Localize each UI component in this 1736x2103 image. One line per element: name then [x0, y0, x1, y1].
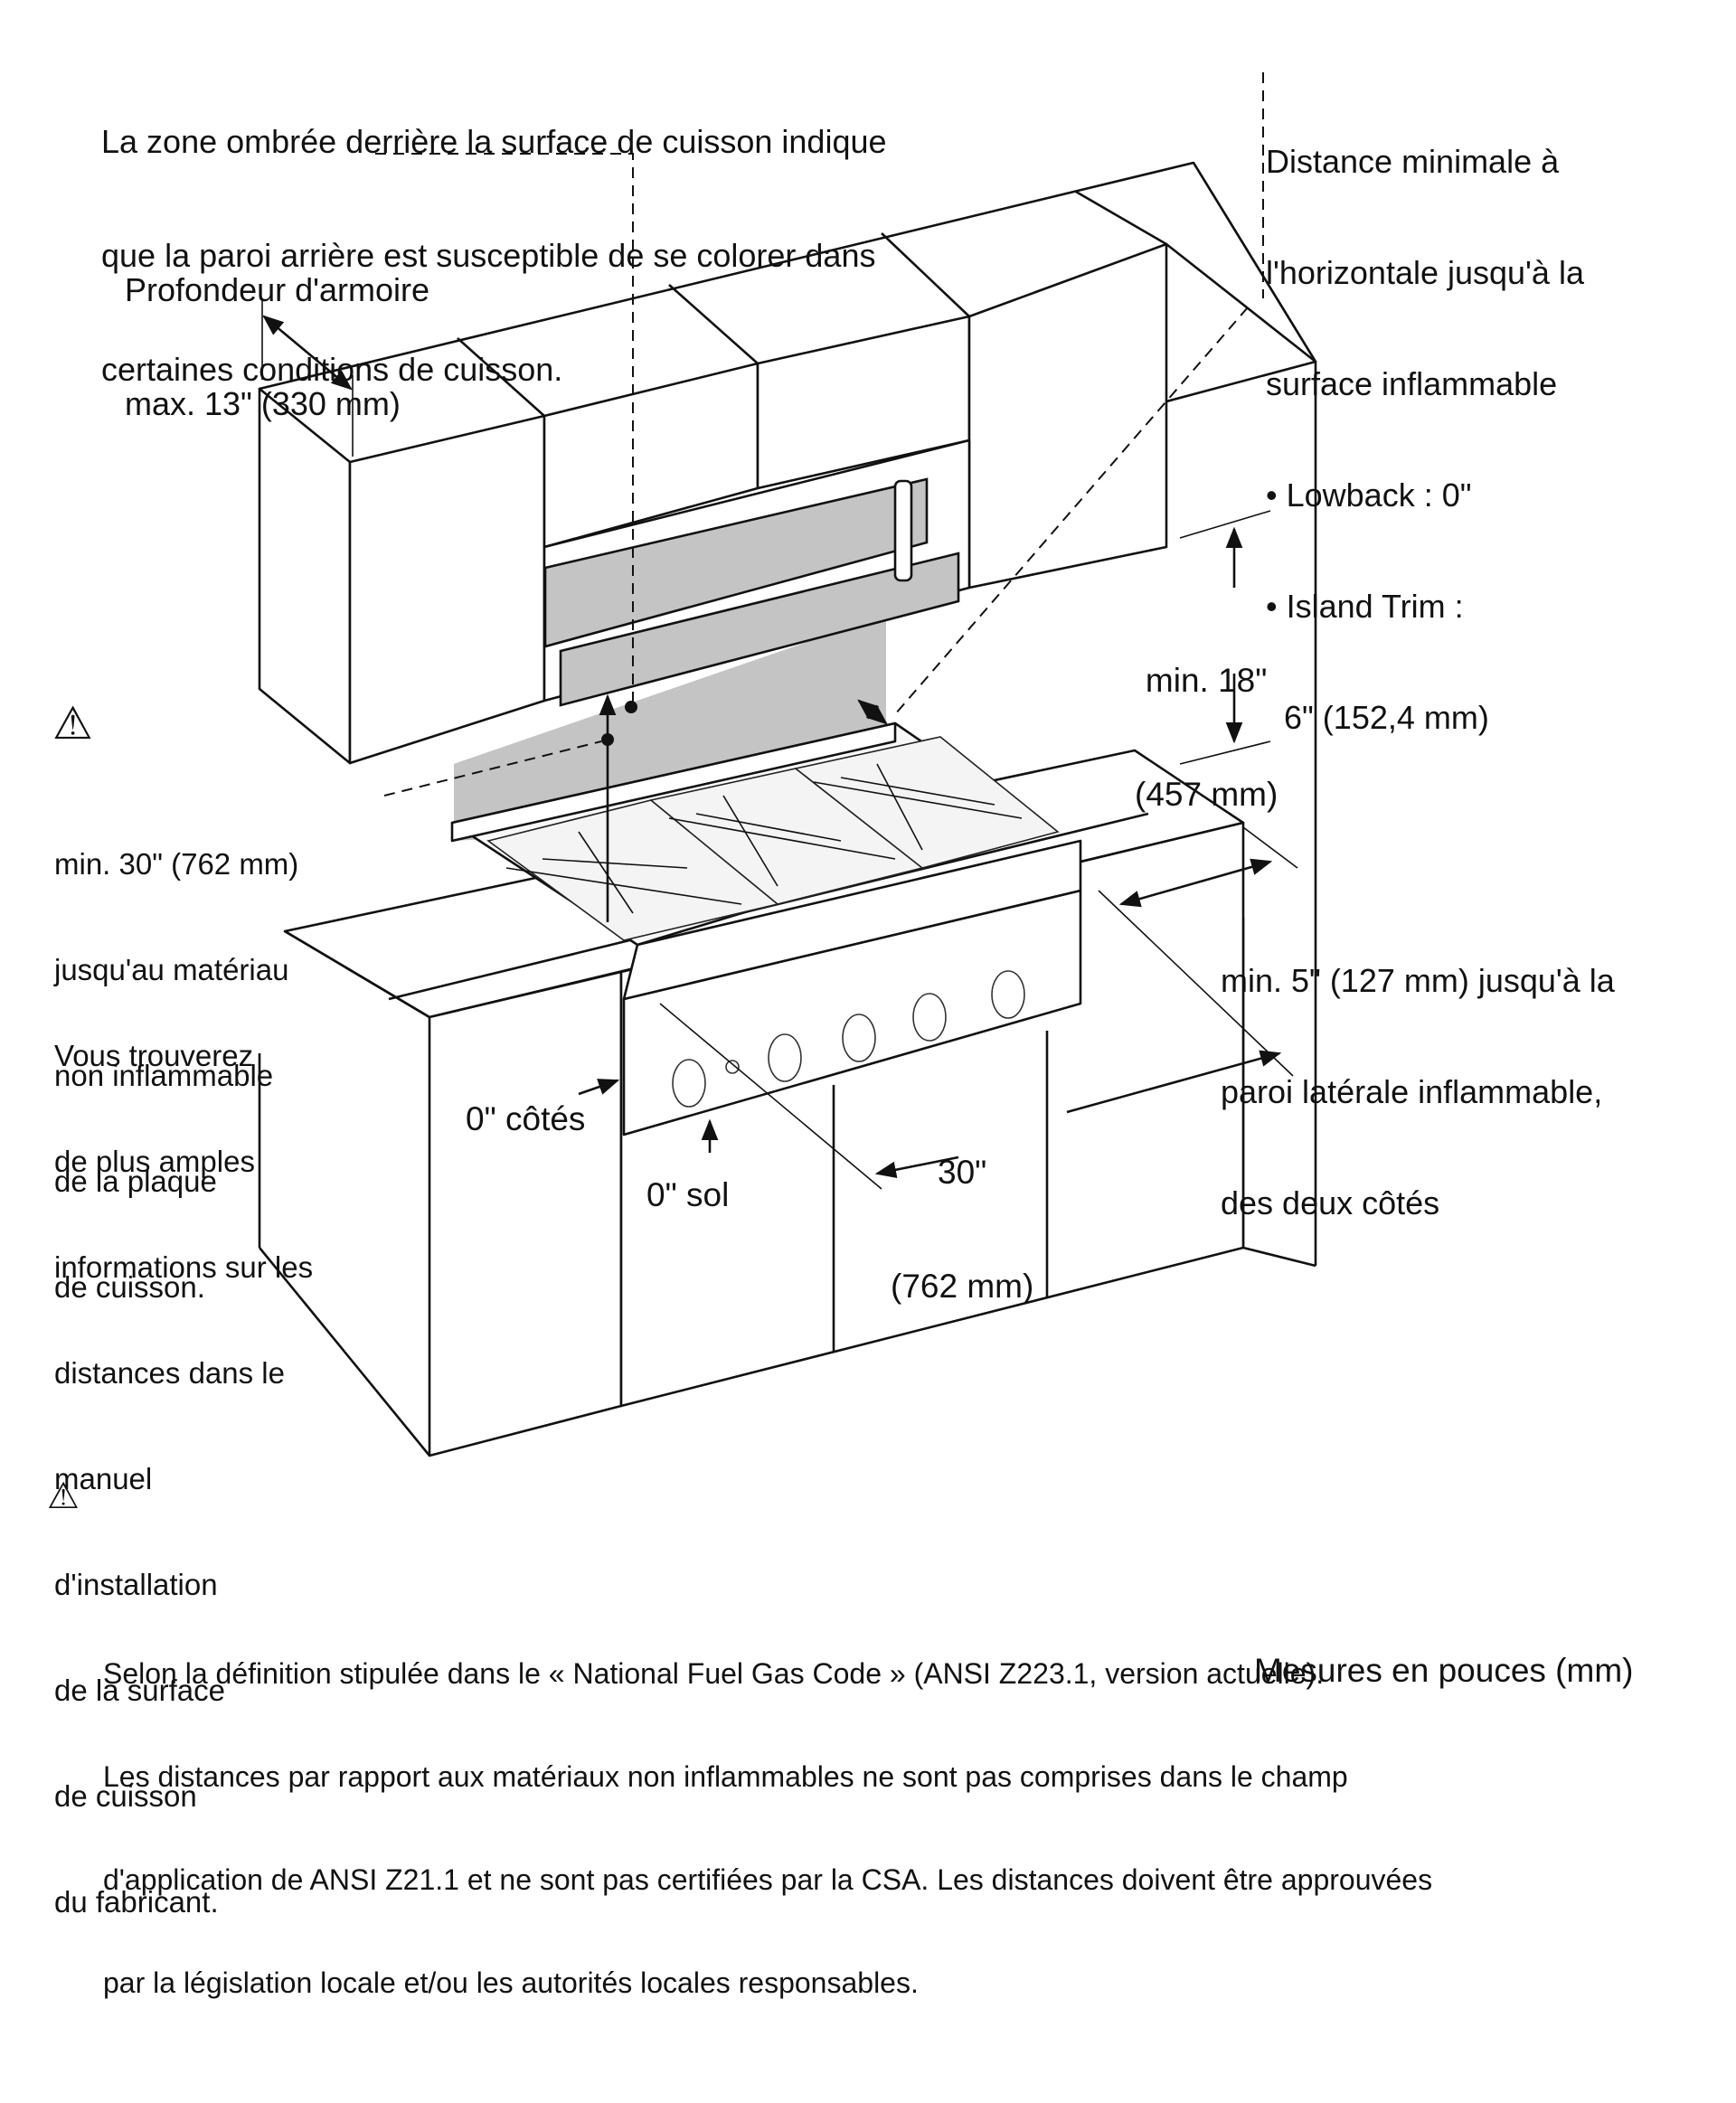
more-info-note: Vous trouverez de plus amples informatio…	[54, 967, 313, 1955]
footnote-line: d'application de ANSI Z21.1 et ne sont p…	[103, 1863, 1433, 1896]
warning-triangle-icon: ⚠	[47, 1476, 80, 1516]
note-line: 6" (152,4 mm)	[1266, 699, 1489, 736]
min-30-note: min. 30" (762 mm) jusqu'au matériau non …	[54, 776, 298, 1340]
footnote-line: Selon la définition stipulée dans le « N…	[103, 1657, 1325, 1690]
installation-diagram	[258, 72, 1317, 1457]
note-line: 30"	[938, 1154, 987, 1191]
control-knobs	[672, 970, 1025, 1108]
upper-cabinets	[258, 161, 1317, 765]
shaded-zone-note: La zone ombrée derrière la surface de cu…	[101, 47, 887, 427]
note-line: max. 13" (330 mm)	[125, 385, 401, 422]
knob-1[interactable]	[672, 1059, 706, 1108]
note-line: • Island Trim :	[1266, 588, 1464, 625]
dimension-lines	[261, 72, 1298, 1190]
note-line: non inflammable	[54, 1059, 274, 1092]
footnote-line: par la législation locale et/ou les auto…	[103, 1966, 919, 1999]
note-line: (457 mm)	[1135, 776, 1278, 813]
note-line: La zone ombrée derrière la surface de cu…	[101, 123, 887, 160]
knob-4[interactable]	[912, 993, 947, 1042]
note-line: manuel	[54, 1462, 153, 1495]
note-line: des deux côtés	[1221, 1184, 1440, 1221]
note-line: de cuisson.	[54, 1270, 205, 1304]
note-line: informations sur les	[54, 1250, 314, 1284]
knob-2[interactable]	[768, 1033, 802, 1082]
note-line: que la paroi arrière est susceptible de …	[101, 237, 876, 274]
note-line: Vous trouverez	[54, 1039, 254, 1072]
igniter	[725, 1060, 740, 1074]
note-line: paroi latérale inflammable,	[1221, 1073, 1603, 1110]
min-5-note: min. 5" (127 mm) jusqu'à la paroi latéra…	[1221, 888, 1615, 1259]
cooktop	[450, 721, 1082, 1136]
width-30-label: 30" (762 mm)	[891, 1078, 1033, 1344]
microwave-hood	[542, 439, 971, 707]
min-18-label: min. 18" (457 mm)	[1135, 586, 1278, 852]
note-line: distances dans le	[54, 1356, 285, 1390]
note-line: min. 18"	[1145, 662, 1268, 699]
footnote-line: Les distances par rapport aux matériaux …	[103, 1760, 1348, 1793]
note-line: jusqu'au matériau	[54, 953, 289, 986]
note-line: Profondeur d'armoire	[125, 271, 430, 308]
knob-5[interactable]	[991, 970, 1025, 1019]
note-line: min. 30" (762 mm)	[54, 847, 299, 881]
note-line: l'horizontale jusqu'à la	[1266, 254, 1584, 291]
footnote: ⚠ Selon la définition stipulée dans le «…	[47, 1478, 1433, 2103]
units-note: Mesures en pouces (mm)	[1254, 1652, 1634, 1689]
note-line: • Lowback : 0"	[1266, 476, 1472, 514]
cabinet-depth-note: Profondeur d'armoire max. 13" (330 mm)	[125, 195, 429, 461]
floor-0-label: 0" sol	[646, 1176, 730, 1213]
sides-0-label: 0" côtés	[466, 1100, 586, 1137]
note-line: certaines conditions de cuisson.	[101, 351, 563, 388]
microwave-handle	[893, 479, 913, 582]
knob-3[interactable]	[842, 1014, 876, 1062]
note-line: surface inflammable	[1266, 365, 1558, 402]
note-line: de la surface	[54, 1674, 225, 1707]
note-line: de la plaque	[54, 1165, 217, 1198]
note-line: min. 5" (127 mm) jusqu'à la	[1221, 962, 1615, 999]
note-line: Distance minimale à	[1266, 143, 1560, 180]
note-line: d'installation	[54, 1568, 218, 1601]
note-line: (762 mm)	[891, 1268, 1034, 1305]
note-line: de plus amples	[54, 1145, 255, 1178]
horizontal-distance-note: Distance minimale à l'horizontale jusqu'…	[1266, 69, 1584, 773]
warning-icon-left: ⚠	[52, 698, 93, 749]
